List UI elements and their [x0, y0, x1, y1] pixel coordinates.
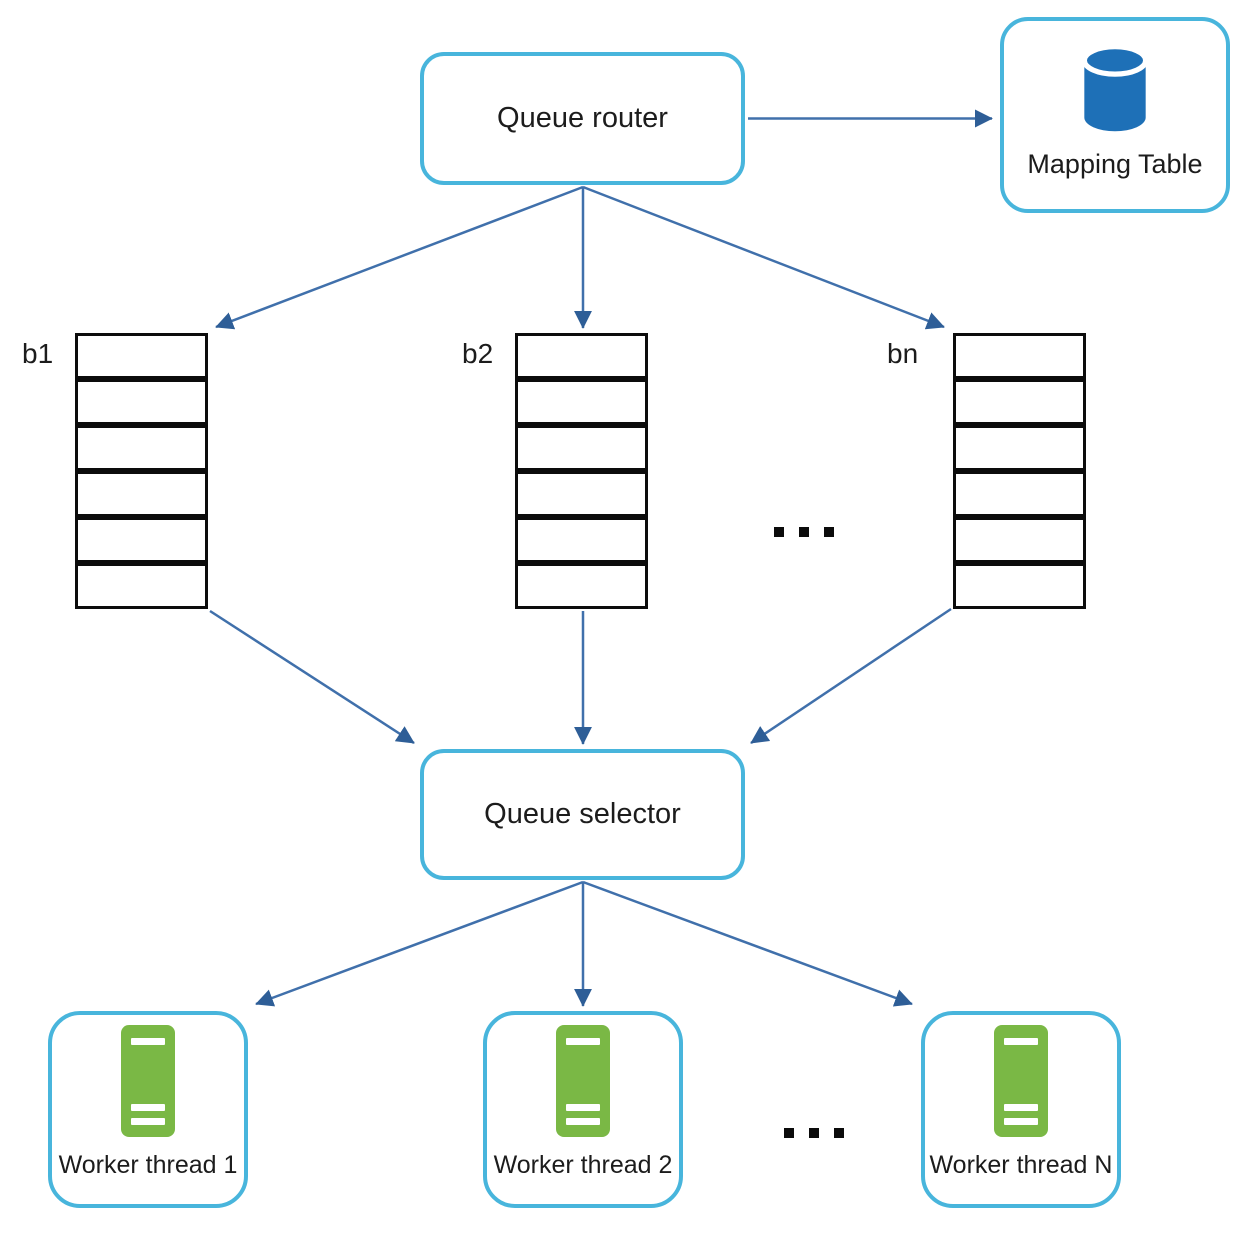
queue-selector-node: Queue selector — [420, 749, 745, 880]
queue-cell — [953, 517, 1086, 563]
arrow-selector-to-worker-1 — [255, 880, 584, 1007]
worker-thread-n-label: Worker thread N — [929, 1151, 1113, 1179]
queue-cell — [953, 333, 1086, 379]
queue-cell — [515, 563, 648, 609]
server-icon — [992, 1025, 1050, 1137]
ellipsis-dot — [784, 1128, 794, 1138]
queue-label-b2: b2 — [462, 338, 494, 369]
queue-stack-bn — [953, 333, 1086, 609]
worker-thread-1-label: Worker thread 1 — [58, 1151, 238, 1179]
database-icon — [1072, 35, 1158, 145]
queue-cell — [515, 425, 648, 471]
queue-cell — [75, 379, 208, 425]
server-icon — [554, 1025, 612, 1137]
queue-cell — [75, 563, 208, 609]
queue-cell — [953, 425, 1086, 471]
queue-cell — [75, 333, 208, 379]
queues-ellipsis — [774, 527, 834, 537]
queue-label-b1: b1 — [22, 338, 54, 369]
queue-stack-b1 — [75, 333, 208, 609]
queue-cell — [953, 471, 1086, 517]
ellipsis-dot — [809, 1128, 819, 1138]
queue-cell — [515, 379, 648, 425]
mapping-table-node: Mapping Table — [1000, 17, 1230, 213]
queue-cell — [75, 471, 208, 517]
queue-router-label: Queue router — [497, 102, 668, 134]
queue-cell — [515, 471, 648, 517]
arrow-router-to-b1 — [215, 185, 584, 330]
arrow-b1-to-selector — [209, 609, 415, 745]
queue-cell — [75, 517, 208, 563]
arrow-bn-to-selector — [750, 607, 952, 745]
queue-cell — [953, 379, 1086, 425]
mapping-table-label: Mapping Table — [1027, 149, 1203, 179]
queue-cell — [515, 333, 648, 379]
worker-thread-n-node: Worker thread N — [921, 1011, 1121, 1208]
ellipsis-dot — [834, 1128, 844, 1138]
queue-cell — [75, 425, 208, 471]
queue-label-bn: bn — [887, 338, 919, 369]
ellipsis-dot — [799, 527, 809, 537]
queue-stack-b2 — [515, 333, 648, 609]
queue-cell — [953, 563, 1086, 609]
worker-thread-2-node: Worker thread 2 — [483, 1011, 683, 1208]
arrow-router-to-bn — [582, 185, 945, 330]
worker-thread-2-label: Worker thread 2 — [493, 1151, 673, 1179]
worker-thread-1-node: Worker thread 1 — [48, 1011, 248, 1208]
workers-ellipsis — [784, 1128, 844, 1138]
queue-router-node: Queue router — [420, 52, 745, 185]
ellipsis-dot — [824, 527, 834, 537]
queue-cell — [515, 517, 648, 563]
queue-selector-label: Queue selector — [484, 798, 681, 830]
ellipsis-dot — [774, 527, 784, 537]
arrow-selector-to-worker-n — [582, 880, 913, 1007]
server-icon — [119, 1025, 177, 1137]
